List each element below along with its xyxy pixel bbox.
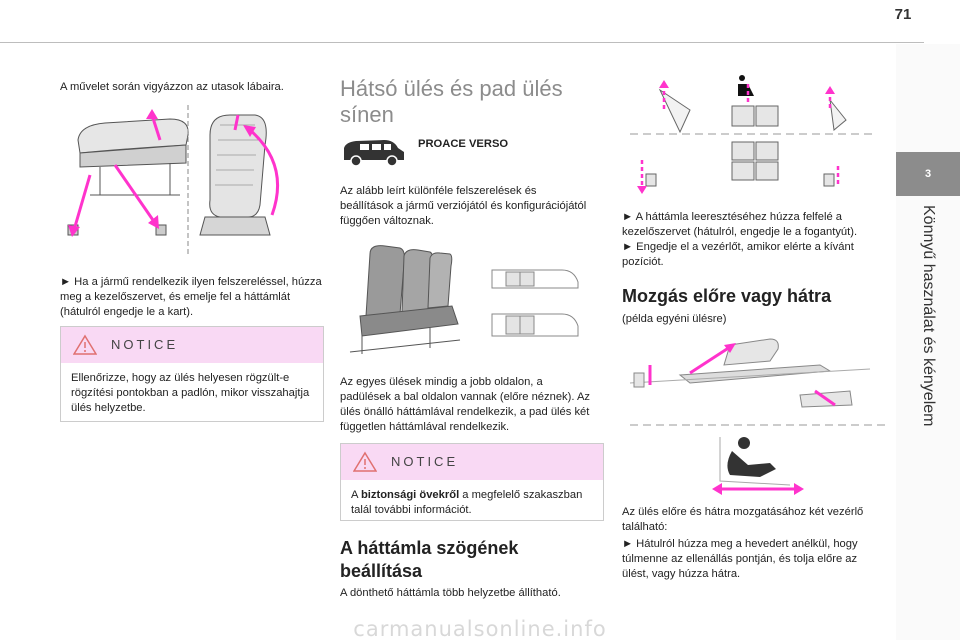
watermark: carmanualsonline.info	[353, 617, 607, 641]
mid-notice-pre: A	[351, 489, 361, 501]
mid-para-1: Az alább leírt különféle felszerelések é…	[340, 185, 587, 227]
rear-seat-heading: Hátsó ülés és pad ülés sínen	[340, 76, 563, 127]
right-step-2: ► Engedje el a vezérlőt, amikor elérte a…	[622, 241, 854, 268]
warning-icon	[353, 451, 377, 472]
header-rule	[0, 42, 924, 43]
mid-para-3: A dönthető háttámla több helyzetbe állít…	[340, 587, 561, 599]
seat-recline-illustration	[630, 75, 875, 194]
left-notice-text: Ellenőrizze, hogy az ülés helyesen rögzü…	[71, 372, 310, 414]
model-label: PROACE VERSO	[418, 138, 509, 150]
mid-notice-text: A biztonsági övekről a megfelelő szakasz…	[341, 480, 603, 526]
seat-armrest-illustration	[67, 105, 280, 255]
mid-notice-bold: biztonsági övekről	[360, 489, 460, 501]
mid-notice-post: a megfelelő szakaszban talál további inf…	[351, 489, 583, 516]
mid-notice-box: NOTICE A biztonsági övekről a megfelelő …	[340, 443, 604, 521]
van-icon	[344, 140, 404, 167]
backrest-angle-heading: A háttámla szögének beállítása	[340, 538, 519, 581]
chapter-title: Könnyű használat és kényelem	[920, 205, 937, 427]
left-intro: A művelet során vigyázzon az utasok lába…	[60, 81, 284, 93]
seats-layout-illustration	[349, 245, 579, 354]
right-para: Az ülés előre és hátra mozgatásához két …	[622, 506, 864, 533]
warning-icon	[73, 334, 97, 355]
chapter-tab[interactable]: 3	[896, 152, 960, 196]
right-step-3: ► Hátulról húzza meg a hevedert anélkül,…	[622, 538, 858, 580]
mid-notice-title: NOTICE	[391, 454, 459, 469]
left-notice-box: NOTICE Ellenőrizze, hogy az ülés helyese…	[60, 326, 324, 422]
mid-notice-header: NOTICE	[341, 444, 603, 480]
side-tab-strip	[896, 44, 960, 640]
left-notice-title: NOTICE	[111, 337, 179, 352]
seat-slide-illustration	[629, 338, 885, 495]
page-number: 71	[894, 6, 912, 23]
right-step-1: ► A háttámla leeresztéséhez húzza felfel…	[622, 211, 858, 238]
mid-para-2: Az egyes ülések mindig a jobb oldalon, a…	[340, 376, 591, 433]
left-notice-header: NOTICE	[61, 327, 323, 363]
right-subtitle: (példa egyéni ülésre)	[622, 313, 727, 325]
left-step: ► Ha a jármű rendelkezik ilyen felszerel…	[60, 276, 322, 318]
move-seat-heading: Mozgás előre vagy hátra	[622, 286, 832, 306]
